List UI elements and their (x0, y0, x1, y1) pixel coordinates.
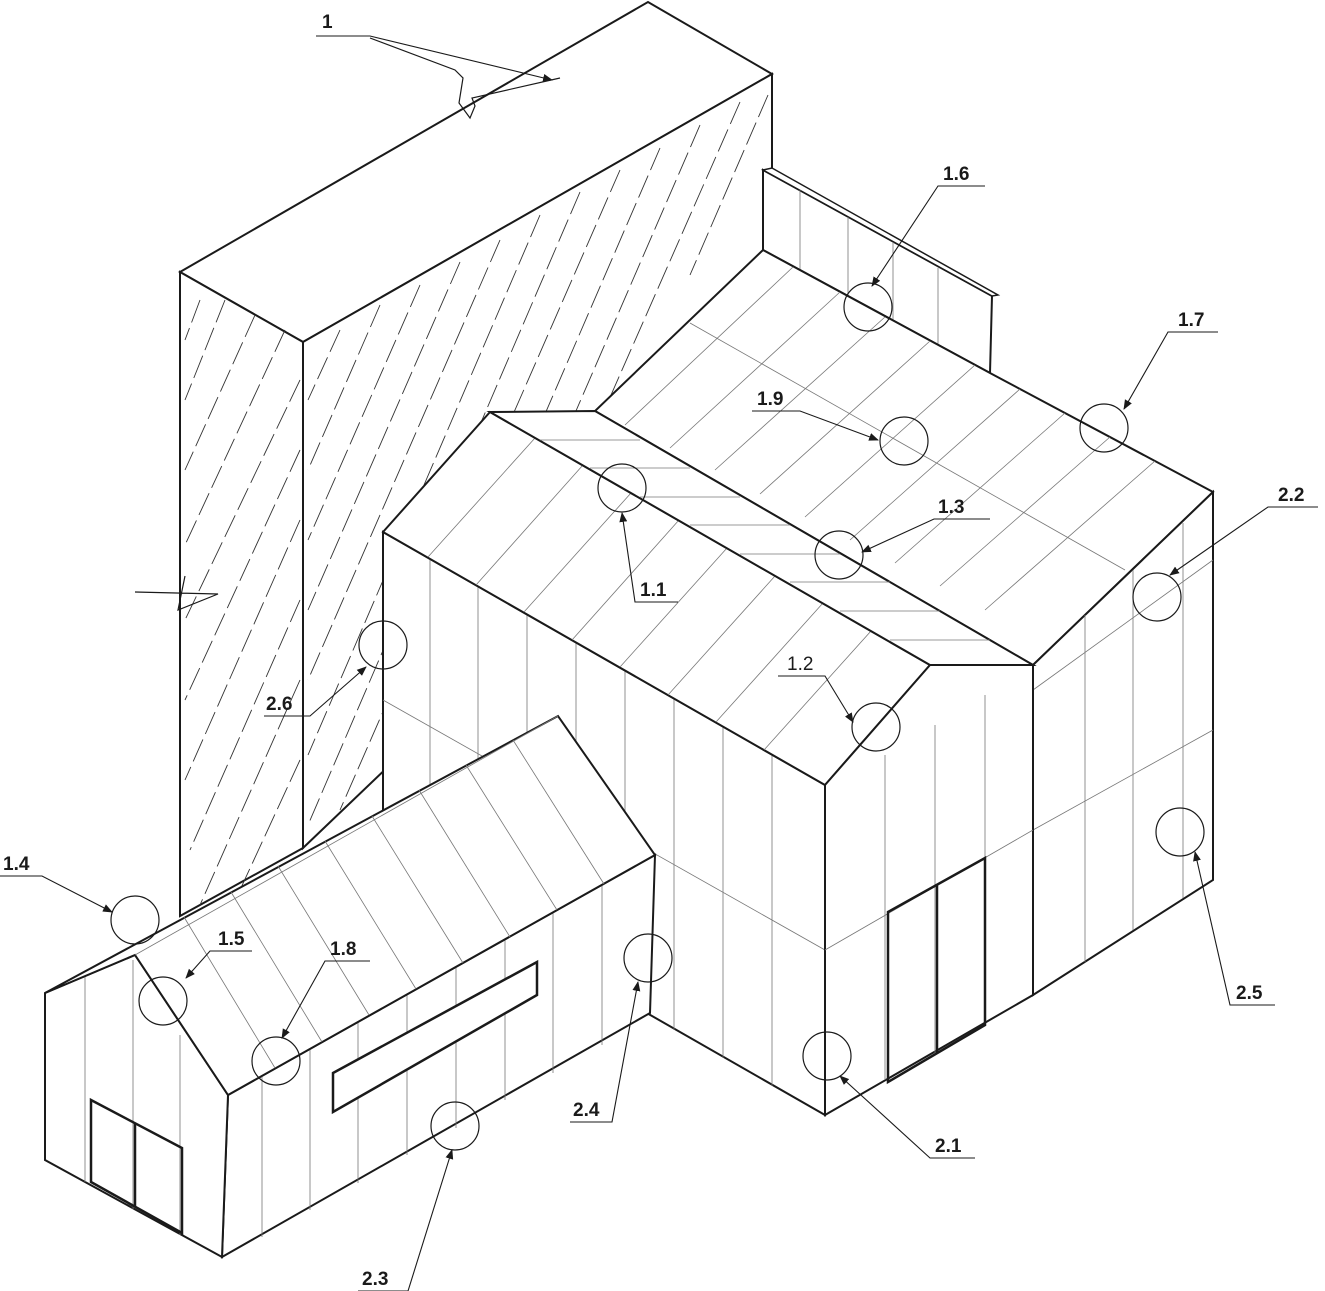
marker-2-1 (802, 1031, 852, 1081)
small-window-strip (331, 959, 539, 1115)
marker-1-4 (110, 895, 160, 945)
marker-2-2 (1132, 572, 1182, 622)
marker-1-5 (138, 976, 188, 1026)
label-2-2: 2.2 (1278, 485, 1304, 506)
label-1-6: 1.6 (943, 164, 969, 185)
callout-circles (110, 282, 1205, 1151)
marker-2-5 (1155, 807, 1205, 857)
label-1-2: 1.2 (787, 654, 813, 675)
label-2-1: 2.1 (935, 1136, 962, 1157)
label-2-4: 2.4 (573, 1100, 600, 1121)
leader-lines (0, 35, 1318, 1291)
label-2-3: 2.3 (362, 1269, 388, 1290)
marker-1-8 (251, 1036, 301, 1086)
parapet-top (760, 167, 1001, 297)
small-roof (44, 714, 657, 1097)
label-2-6: 2.6 (266, 694, 292, 715)
marker-2-4 (623, 933, 673, 983)
label-1-3: 1.3 (938, 497, 964, 518)
label-1-7: 1.7 (1178, 310, 1204, 331)
label-1-9: 1.9 (757, 389, 783, 410)
label-1-5: 1.5 (218, 929, 245, 950)
side-break-line (134, 575, 219, 611)
marker-2-3 (430, 1101, 480, 1151)
top-break-line (369, 37, 561, 120)
marker-1-7 (1079, 403, 1129, 453)
label-1-1: 1.1 (640, 580, 667, 601)
marker-1-3 (814, 530, 864, 580)
small-door (89, 1097, 184, 1236)
marker-1-2 (851, 702, 901, 752)
small-building (44, 714, 657, 1259)
label-2-5: 2.5 (1236, 983, 1263, 1004)
main-door (886, 855, 987, 1085)
label-1: 1 (322, 12, 333, 33)
callout-labels: 1 1.6 1.7 1.9 1.3 1.1 2.2 1.2 2.6 2.5 1.… (3, 12, 1304, 1290)
label-1-8: 1.8 (330, 939, 356, 960)
marker-1-6 (843, 282, 893, 332)
marker-1-1 (597, 463, 647, 513)
marker-2-6 (358, 620, 408, 670)
marker-1-9 (879, 416, 929, 466)
label-1-4: 1.4 (3, 854, 30, 875)
